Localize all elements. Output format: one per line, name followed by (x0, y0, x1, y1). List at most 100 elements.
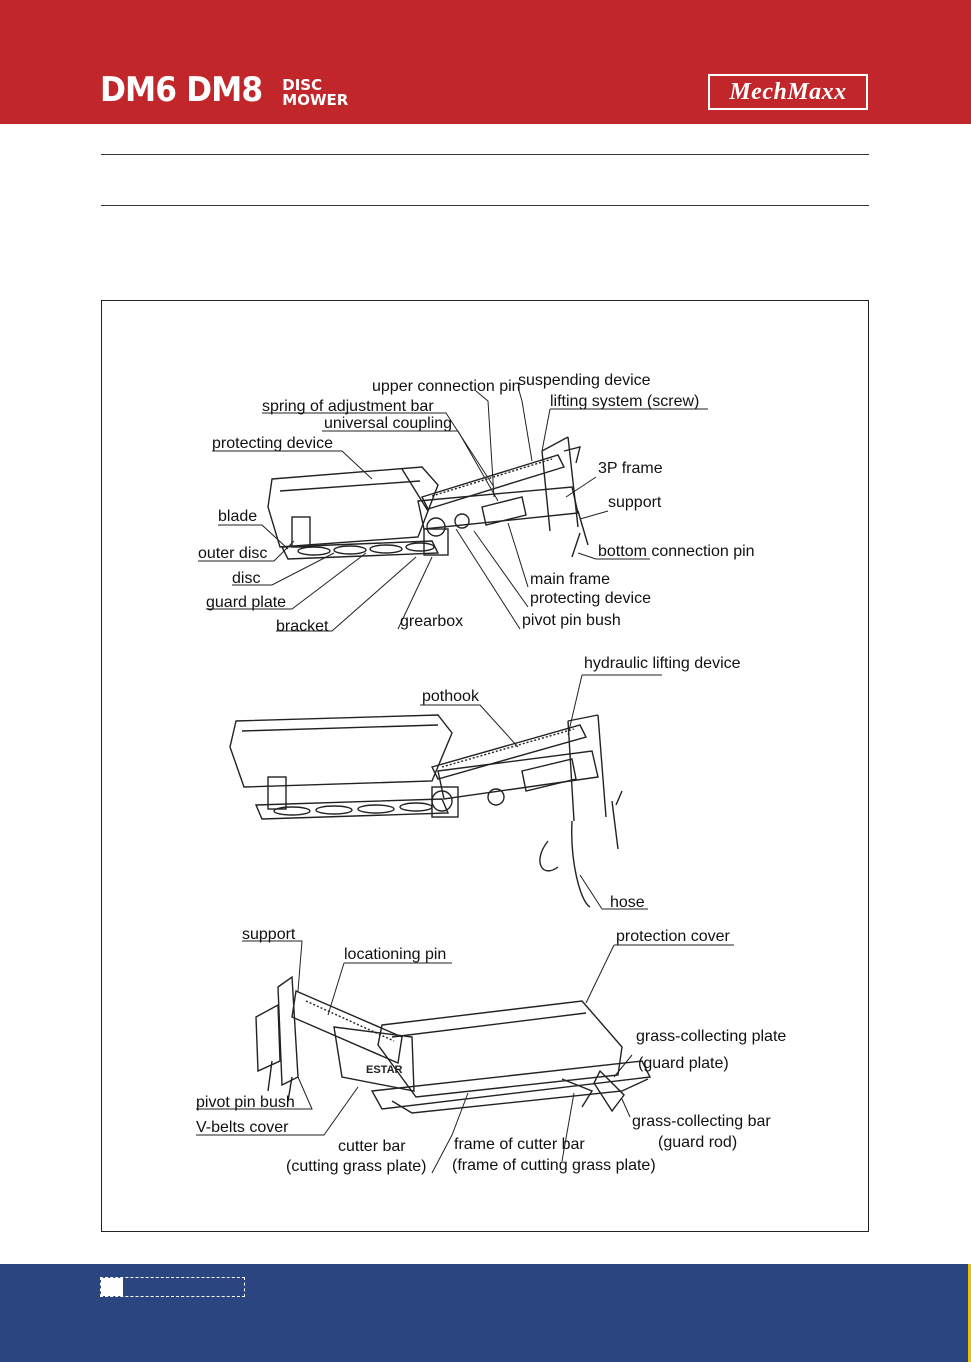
d1-cover-fold (401, 468, 429, 512)
d3-label-protection-cover: protection cover (616, 928, 731, 945)
d3-frame-of-cutter-bar (391, 1078, 649, 1114)
d1-pulley-1 (426, 517, 446, 537)
d3-grass-plate-shape (593, 1069, 625, 1113)
d2-label-pothook: pothook (422, 688, 480, 705)
diagram-3: ESTAR support protection cover locationi… (196, 926, 786, 1175)
product-type-mower: MOWER (282, 91, 349, 109)
d3-label-cutter-bar: cutter bar (338, 1138, 406, 1155)
d1-cutter-bar-shape (280, 540, 440, 560)
d3-leader-pivot-pin (196, 1076, 313, 1110)
page-number-box (100, 1277, 245, 1297)
d3-leader-support (242, 940, 303, 992)
d1-label-protecting-device-bottom: protecting device (530, 590, 651, 607)
d2-label-hydraulic-lifting-device: hydraulic lifting device (584, 655, 741, 672)
footer-edge-accent (968, 1264, 971, 1362)
d1-leader-guard-plate (206, 552, 367, 610)
product-type: DISC MOWER (282, 78, 348, 110)
d1-label-guard-plate: guard plate (206, 594, 286, 611)
d2-disc-1 (273, 806, 311, 816)
d3-leader-frame-cutter (561, 1092, 575, 1162)
d2-pulley-2 (487, 788, 505, 806)
d1-lift-screw (563, 446, 581, 464)
d3-label-frame-of-cutter-bar: frame of cutter bar (454, 1136, 585, 1153)
d1-label-pivot-pin-bush: pivot pin bush (522, 612, 621, 629)
header-bar: DM6 DM8 DISC MOWER MechMaxx (0, 0, 971, 124)
d1-3p-frame-posts (541, 436, 579, 532)
d1-label-universal-coupling: universal coupling (324, 415, 452, 432)
d2-coupling-shape (521, 758, 577, 792)
d1-leader-grearbox (397, 556, 433, 630)
product-type-disc: DISC (282, 76, 323, 94)
d1-cover-shape (267, 466, 439, 548)
mechmaxx-logo: MechMaxx (708, 74, 868, 110)
d1-disc-2 (333, 545, 367, 555)
d2-spring-coils (441, 728, 575, 768)
d1-leader-upper-pin (475, 390, 495, 498)
d1-leader-suspending (517, 386, 533, 462)
d3-frame-plate (255, 1003, 281, 1073)
d1-label-disc: disc (232, 570, 260, 587)
d2-disc-3 (357, 804, 395, 814)
d3-grass-bar-shape (561, 1078, 594, 1108)
d2-pulley-1 (431, 790, 453, 812)
d3-cover-brand: ESTAR (366, 1064, 403, 1076)
figure-frame: upper connection pin suspending device s… (101, 300, 869, 1232)
d1-leader-blade (218, 524, 289, 550)
mower-diagrams: upper connection pin suspending device s… (196, 372, 786, 1175)
d1-leader-protecting-bottom (473, 530, 529, 608)
footer-bar (0, 1264, 971, 1362)
d1-label-bottom-connection-pin: bottom connection pin (598, 543, 755, 560)
d1-disc-3 (369, 544, 403, 554)
d3-leader-grass-plate (613, 1054, 633, 1078)
d1-pulley-2 (454, 513, 470, 529)
d3-label-frame-of-cutting-grass-plate: (frame of cutting grass plate) (452, 1157, 656, 1174)
top-rule (101, 154, 869, 155)
d3-arm-shape (291, 989, 403, 1065)
d2-disc-4 (399, 802, 433, 812)
d2-main-frame-shape (437, 750, 599, 800)
d2-cover-shape (229, 714, 453, 788)
d3-leader-locationing-pin (327, 962, 452, 1016)
d1-leader-support (579, 510, 609, 520)
d3-label-guard-rod: (guard rod) (658, 1134, 737, 1151)
d3-spring-coils (305, 1000, 395, 1042)
d1-label-blade: blade (218, 508, 257, 525)
d1-label-upper-connection-pin: upper connection pin (372, 378, 521, 395)
d1-leader-bottom-pin (577, 552, 650, 560)
d3-label-cutting-grass-plate: (cutting grass plate) (286, 1158, 427, 1175)
product-title: DM6 DM8 DISC MOWER (100, 70, 348, 110)
d1-label-outer-disc: outer disc (198, 545, 267, 562)
d2-frame-top (567, 714, 599, 722)
d3-vbelt-cover-shape (333, 1026, 415, 1092)
d1-label-protecting-device-top: protecting device (212, 435, 333, 452)
d1-leader-3p (565, 476, 597, 498)
d2-frame-posts (567, 714, 607, 822)
d3-label-pivot-pin-bush: pivot pin bush (196, 1094, 295, 1111)
d1-label-spring-of-adjustment-bar: spring of adjustment bar (262, 398, 434, 415)
model-name: DM6 DM8 (100, 70, 263, 110)
d1-leader-disc (232, 552, 335, 586)
d2-leader-hose (579, 874, 648, 910)
d1-label-lifting-system: lifting system (screw) (550, 393, 699, 410)
diagram-2: hydraulic lifting device pothook hose (229, 655, 741, 911)
page-marker (101, 1278, 123, 1296)
d1-leader-pivot (455, 528, 521, 630)
d3-protection-cover-shape (377, 1000, 623, 1098)
d1-3p-frame-legs (571, 510, 589, 558)
d1-label-main-frame: main frame (530, 571, 610, 588)
d3-leader-grass-bar (621, 1098, 631, 1118)
d3-label-grass-collecting-plate: grass-collecting plate (636, 1028, 786, 1045)
d2-hose-loop (539, 840, 559, 872)
d2-spring-bar-shape (430, 724, 588, 780)
d2-frame-leg (611, 790, 623, 850)
d3-label-locationing-pin: locationing pin (344, 946, 446, 963)
d1-label-bracket: bracket (276, 618, 329, 635)
d1-3p-frame-top (541, 436, 569, 452)
d3-label-guard-plate: (guard plate) (638, 1055, 729, 1072)
d3-cover-line (391, 1012, 587, 1038)
d1-spring-coils (431, 458, 553, 497)
d1-leader-protecting-top (212, 450, 373, 480)
d1-label-3p-frame: 3P frame (598, 460, 663, 477)
d1-leader-main-frame (507, 522, 529, 588)
d2-disc-2 (315, 805, 353, 815)
